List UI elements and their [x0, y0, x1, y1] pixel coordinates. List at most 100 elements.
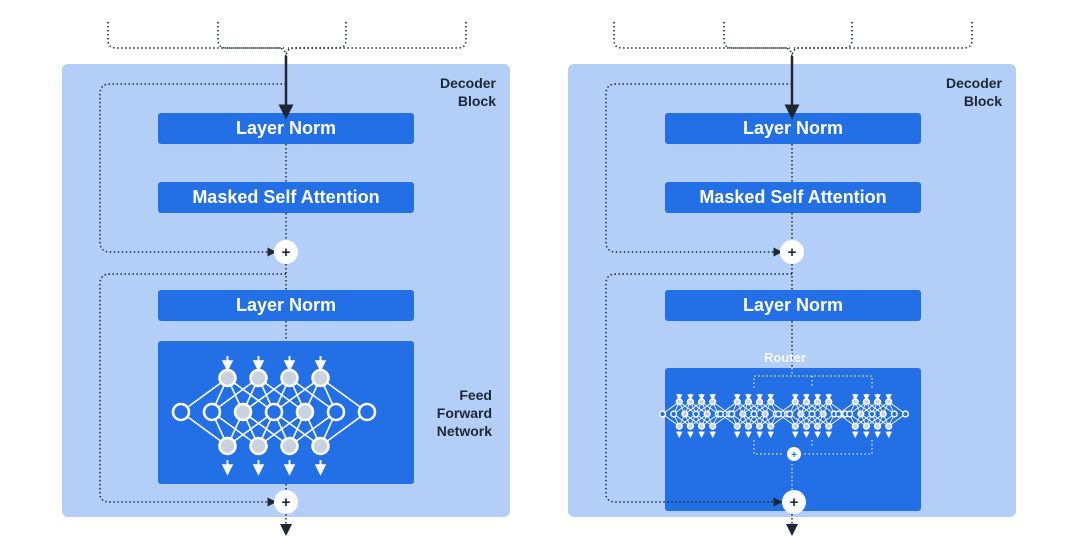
network-edge	[273, 377, 321, 413]
network-node	[295, 402, 315, 422]
network-node	[873, 422, 882, 430]
network-node	[311, 436, 330, 456]
network-node	[202, 402, 222, 422]
masked-self-attention-right: Masked Self Attention	[665, 182, 921, 213]
network-node	[280, 436, 299, 456]
network-node	[862, 422, 871, 430]
network-node	[249, 436, 268, 456]
residual-path-2-right	[605, 273, 792, 507]
network-node	[280, 368, 299, 388]
network-node	[879, 410, 887, 418]
decoder-block-label-left: Decoder Block	[420, 74, 496, 110]
block-label-line: Block	[457, 93, 496, 109]
network-node	[857, 410, 865, 418]
layer-norm-2-right: Layer Norm	[665, 290, 921, 321]
network-edge	[242, 377, 290, 413]
network-node	[825, 422, 833, 430]
network-edge	[180, 377, 228, 413]
network-node	[357, 402, 377, 422]
network-node	[846, 410, 854, 418]
network-node	[686, 398, 695, 406]
network-node	[686, 422, 695, 430]
network-node	[744, 398, 753, 406]
network-node	[670, 410, 678, 418]
network-node	[697, 398, 706, 406]
input-brackets-left	[107, 22, 467, 59]
plus-icon: +	[274, 240, 298, 264]
network-node	[885, 398, 893, 406]
plus-icon: +	[780, 240, 804, 264]
network-node	[802, 398, 811, 406]
network-node	[658, 410, 667, 418]
network-node	[218, 368, 237, 388]
plus-icon: +	[787, 447, 801, 461]
plus-2-right: +	[790, 494, 799, 511]
network-node	[813, 422, 822, 430]
network-node	[675, 398, 683, 406]
network-edge	[227, 411, 275, 447]
network-node	[733, 422, 741, 430]
network-edge	[211, 377, 259, 413]
network-node	[767, 422, 775, 430]
input-brackets-right	[613, 22, 973, 59]
network-node	[767, 398, 775, 406]
network-node	[728, 410, 736, 418]
network-node	[813, 398, 822, 406]
network-node	[750, 410, 758, 418]
network-node	[697, 422, 706, 430]
moe-layer-right	[665, 368, 921, 511]
plus-1-left: +	[282, 244, 291, 261]
layer-norm-1-left: Layer Norm	[158, 113, 414, 144]
decoder-block-label-right: Decoder Block	[926, 74, 1002, 110]
residual-path-2-left	[99, 273, 286, 507]
network-node	[791, 398, 799, 406]
network-edge	[320, 411, 368, 447]
network-node	[761, 410, 769, 418]
network-node	[709, 398, 717, 406]
network-node	[675, 422, 683, 430]
router-lines	[753, 368, 873, 490]
network-node	[786, 410, 794, 418]
plus-icon: +	[782, 490, 806, 514]
network-node	[716, 410, 725, 418]
network-node	[326, 402, 346, 422]
network-node	[218, 436, 237, 456]
network-node	[264, 402, 284, 422]
plus-1-right: +	[788, 244, 797, 261]
expert-network-icon	[658, 393, 734, 439]
network-node	[901, 410, 910, 418]
network-edge	[258, 411, 306, 447]
masked-self-attention-left: Masked Self Attention	[158, 182, 414, 213]
network-node	[171, 402, 191, 422]
expert-network-icon	[716, 393, 792, 439]
layer-norm-1-right: Layer Norm	[665, 113, 921, 144]
network-node	[851, 398, 859, 406]
network-edge	[289, 411, 337, 447]
ffn-label-line: Network	[436, 423, 492, 439]
block-label-line: Block	[963, 93, 1002, 109]
ffn-label-left: Feed Forward Network	[420, 386, 492, 440]
network-node	[744, 422, 753, 430]
network-node	[692, 410, 700, 418]
network-node	[739, 410, 747, 418]
network-node	[873, 398, 882, 406]
router-label: Router	[764, 350, 806, 365]
network-node	[890, 410, 898, 418]
network-edge	[180, 411, 228, 447]
network-node	[681, 410, 689, 418]
network-node	[249, 368, 268, 388]
expert-network-icon	[834, 393, 910, 439]
network-node	[825, 398, 833, 406]
network-node	[851, 422, 859, 430]
plus-icon: +	[274, 490, 298, 514]
plus-router: +	[791, 450, 797, 461]
network-node	[709, 422, 717, 430]
network-node	[233, 402, 253, 422]
network-node	[885, 422, 893, 430]
expert-network-icon	[774, 393, 850, 439]
network-node	[834, 410, 843, 418]
network-node	[819, 410, 827, 418]
plus-2-left: +	[282, 494, 291, 511]
network-node	[755, 398, 764, 406]
network-edge	[320, 377, 368, 413]
